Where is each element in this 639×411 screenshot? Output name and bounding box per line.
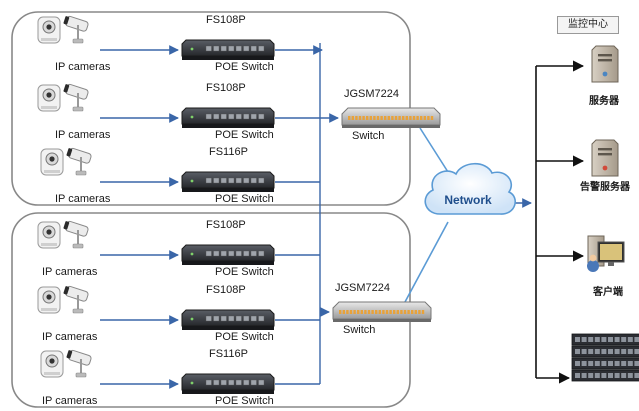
g2-row-3-camera-label: IP cameras (42, 395, 98, 407)
storage-array-icon (571, 333, 639, 382)
ip-camera-pair-icon (37, 83, 89, 112)
g1-core-label: Switch (352, 130, 385, 142)
core-to-cloud-link (404, 221, 449, 303)
client-workstation-icon (587, 235, 625, 272)
monitor-device-label: 服务器 (589, 96, 619, 107)
g1-row-2-camera-label: IP cameras (55, 129, 111, 141)
g1-row-1-camera-label: IP cameras (55, 61, 111, 73)
g2-core-model: JGSM7224 (335, 282, 391, 294)
poe-switch-icon (181, 171, 275, 192)
alarm-server-tower-icon (591, 139, 619, 177)
poe-switch-icon (181, 373, 275, 394)
monitor-center-header: 监控中心 (557, 16, 619, 34)
core-to-cloud-link (419, 127, 449, 173)
g2-row-1-switch-model: FS108P (206, 219, 246, 231)
g2-row-2-switch-model: FS108P (206, 284, 246, 296)
g1-row-1-switch-type: POE Switch (215, 61, 274, 73)
g2-row-1-switch-type: POE Switch (215, 266, 274, 278)
network-cloud-label: Network (444, 193, 492, 207)
server-tower-icon (591, 45, 619, 83)
core-switch-icon (341, 107, 441, 128)
g1-row-2-switch-model: FS108P (206, 82, 246, 94)
g1-row-3-camera-label: IP cameras (55, 193, 111, 205)
monitor-device-label: 告警服务器 (580, 182, 630, 193)
ip-camera-pair-icon (37, 15, 89, 44)
poe-switch-icon (181, 244, 275, 265)
g2-row-2-camera-label: IP cameras (42, 331, 98, 343)
ip-camera-pair-icon (37, 285, 89, 314)
monitor-device-label: 客户端 (593, 287, 623, 298)
g1-core-model: JGSM7224 (344, 88, 400, 100)
core-switch-icon (332, 301, 432, 322)
g1-row-3-switch-type: POE Switch (215, 193, 274, 205)
g2-row-2-switch-type: POE Switch (215, 331, 274, 343)
poe-switch-icon (181, 309, 275, 330)
g2-row-3-switch-type: POE Switch (215, 395, 274, 407)
g1-row-2-switch-type: POE Switch (215, 129, 274, 141)
poe-switch-icon (181, 39, 275, 60)
g2-row-3-switch-model: FS116P (209, 348, 248, 360)
ip-camera-pair-icon (40, 349, 92, 378)
g1-row-1-switch-model: FS108P (206, 14, 246, 26)
ip-camera-pair-icon (40, 147, 92, 176)
poe-switch-icon (181, 107, 275, 128)
g1-row-3-switch-model: FS116P (209, 146, 248, 158)
g2-row-1-camera-label: IP cameras (42, 266, 98, 278)
ip-camera-pair-icon (37, 220, 89, 249)
network-cloud-icon (424, 162, 516, 215)
g2-core-label: Switch (343, 324, 376, 336)
